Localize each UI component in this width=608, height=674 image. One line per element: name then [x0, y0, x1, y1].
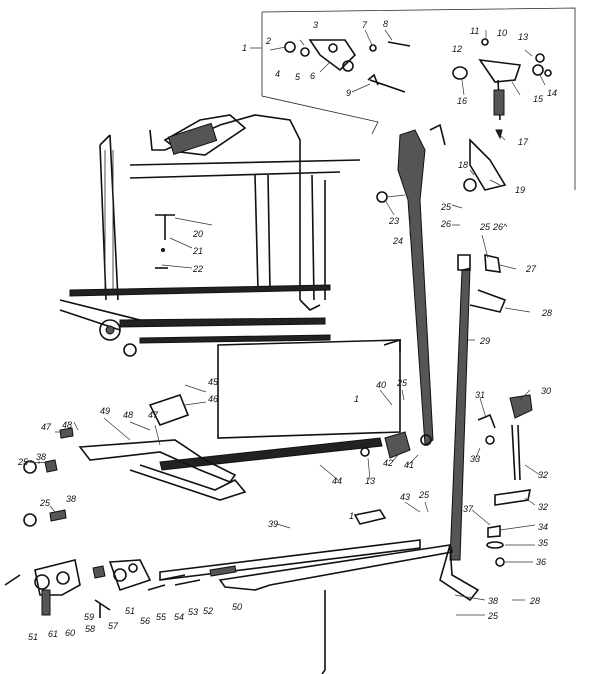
panel-corner [383, 338, 401, 352]
callout-label: 4 [275, 69, 280, 79]
callout-label: 13 [518, 32, 528, 42]
parts-30-36 [477, 394, 533, 567]
callout-label: 52 [203, 606, 213, 616]
lever-fork [429, 123, 446, 146]
callout-label: 16 [457, 96, 467, 106]
callout-label: 40 [376, 380, 386, 390]
callout-label: 3 [313, 20, 318, 30]
callout-label: 38 [488, 596, 498, 606]
parts-20-22 [155, 214, 213, 269]
callout-label: 36 [536, 557, 546, 567]
callout-label: 25 [487, 611, 499, 621]
callout-label: 38 [36, 452, 46, 462]
callout-label: 10 [497, 28, 507, 38]
callout-label: 5 [295, 72, 301, 82]
callout-label: 22 [192, 264, 203, 274]
callout-label: 7 [362, 20, 368, 30]
callout-label: 25 [17, 457, 29, 467]
callout-label: 34 [538, 522, 548, 532]
lower-left-parts [4, 427, 326, 674]
callout-label: 21 [192, 246, 203, 256]
top-right-parts [284, 38, 552, 192]
callout-label: 1 [354, 394, 359, 404]
callout-label: 15 [533, 94, 544, 104]
callout-label: 2 [265, 36, 271, 46]
callout-label: 47 [41, 422, 52, 432]
callout-label: 28 [529, 596, 540, 606]
callout-label: 25 [418, 490, 430, 500]
leader-lines [27, 29, 546, 616]
callout-label: 50 [232, 602, 242, 612]
callout-label: 14 [547, 88, 557, 98]
callout-label: 35 [538, 538, 549, 548]
callout-label: 48 [123, 410, 133, 420]
callout-label: 26 [440, 219, 451, 229]
callout-label: 24 [392, 236, 403, 246]
callout-label: 29 [479, 336, 490, 346]
callout-label: 38 [66, 494, 76, 504]
callout-label: 53 [188, 607, 198, 617]
panel [217, 339, 401, 439]
callout-labels: 1 2 3 4 5 6 7 8 9 10 11 12 13 14 15 16 1… [17, 19, 557, 642]
callout-label: 9 [346, 88, 351, 98]
callout-label: 20 [192, 229, 203, 239]
callout-label: 28 [541, 308, 552, 318]
lever-24 [397, 129, 434, 446]
callout-label: 58 [85, 624, 95, 634]
callout-label: 41 [404, 460, 414, 470]
callout-label: 23 [388, 216, 399, 226]
callout-label: 31 [475, 390, 485, 400]
callout-label: 1 [242, 43, 247, 53]
callout-label: 18 [458, 160, 468, 170]
callout-label: 51 [28, 632, 38, 642]
callout-label: 25 [39, 498, 51, 508]
callout-label: 8 [383, 19, 388, 29]
callout-label: 61 [48, 629, 58, 639]
callout-label: 55 [156, 612, 167, 622]
callout-label: 48 [62, 420, 72, 430]
callout-label: 17 [518, 137, 529, 147]
detail-frame [261, 7, 576, 190]
callout-label: 51 [125, 606, 135, 616]
callout-label: 32 [538, 502, 548, 512]
callout-label: 30 [541, 386, 551, 396]
callout-label: 57 [108, 621, 119, 631]
callout-label: 37 [463, 504, 474, 514]
callout-label: 26^ [492, 222, 508, 232]
shaft-44 [78, 394, 411, 501]
callout-label: 56 [140, 616, 150, 626]
callout-label: 25 [479, 222, 491, 232]
callout-label: 33 [470, 454, 480, 464]
callout-label: 1 [349, 511, 354, 521]
callout-label: 60 [65, 628, 75, 638]
callout-label: 59 [84, 612, 94, 622]
machine-frame [59, 114, 361, 357]
callout-label: 49 [100, 406, 110, 416]
callout-label: 42 [383, 458, 393, 468]
callout-label: 44 [332, 476, 342, 486]
callout-label: 47 [148, 410, 159, 420]
callout-label: 43 [400, 492, 410, 502]
callout-label: 12 [452, 44, 462, 54]
callout-label: 39 [268, 519, 278, 529]
callout-label: 46 [208, 394, 218, 404]
callout-label: 19 [515, 185, 525, 195]
callout-label: 54 [174, 612, 184, 622]
callout-label: 27 [525, 264, 537, 274]
callout-label: 32 [538, 470, 548, 480]
callout-label: 45 [208, 377, 219, 387]
callout-label: 25 [440, 202, 452, 212]
callout-label: 6 [310, 71, 315, 81]
callout-label: 25 [396, 378, 408, 388]
rod-29 [449, 267, 471, 561]
rod-39 [159, 509, 454, 591]
callout-label: 11 [470, 26, 479, 36]
callout-label: 13 [365, 476, 375, 486]
